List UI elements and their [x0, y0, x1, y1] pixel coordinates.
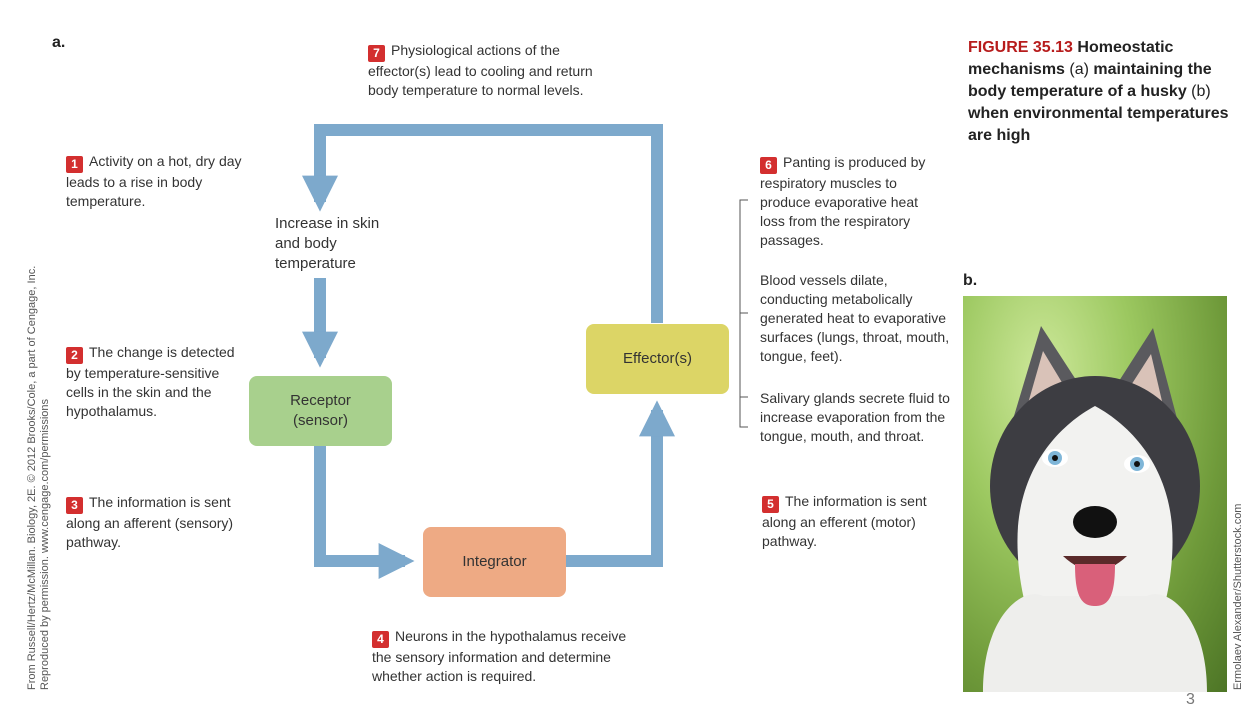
effector-box: Effector(s): [586, 324, 729, 394]
salivary-glands-note: Salivary glands secrete fluid to increas…: [760, 390, 950, 444]
arrow-effector-to-stimulus: [302, 124, 663, 323]
blood-vessels-note: Blood vessels dilate, conducting metabol…: [760, 272, 950, 364]
figure-caption: FIGURE 35.13 Homeostatic mechanisms (a) …: [968, 39, 1229, 144]
step-7-badge: 7: [368, 45, 385, 62]
husky-illustration: [983, 326, 1207, 692]
arrow-receptor-to-integrator: [314, 446, 415, 579]
photo-credit: Ermolaev Alexander/Shutterstock.com: [1232, 503, 1244, 690]
step-5-badge: 5: [762, 496, 779, 513]
integrator-label: Integrator: [462, 553, 527, 570]
effector-label: Effector(s): [623, 350, 692, 367]
page-number: 3: [1186, 691, 1195, 708]
stimulus-text: Increase in skin and body temperature: [275, 215, 380, 272]
integrator-box: Integrator: [423, 527, 566, 597]
step-6-badge: 6: [760, 157, 777, 174]
step-1-badge: 1: [66, 156, 83, 173]
step-4-badge: 4: [372, 631, 389, 648]
step-3-badge: 3: [66, 497, 83, 514]
receptor-box: Receptor (sensor): [249, 376, 392, 446]
panel-label-b: b.: [963, 272, 978, 289]
arrow-integrator-to-effector: [566, 400, 675, 567]
step-2-badge: 2: [66, 347, 83, 364]
receptor-label: Receptor (sensor): [290, 392, 351, 429]
husky-photo: [963, 296, 1227, 692]
panel-label-a: a.: [52, 34, 66, 51]
figure-number: FIGURE 35.13: [968, 39, 1073, 56]
source-credit: From Russell/Hertz/McMillan. Biology, 2E…: [26, 265, 51, 690]
